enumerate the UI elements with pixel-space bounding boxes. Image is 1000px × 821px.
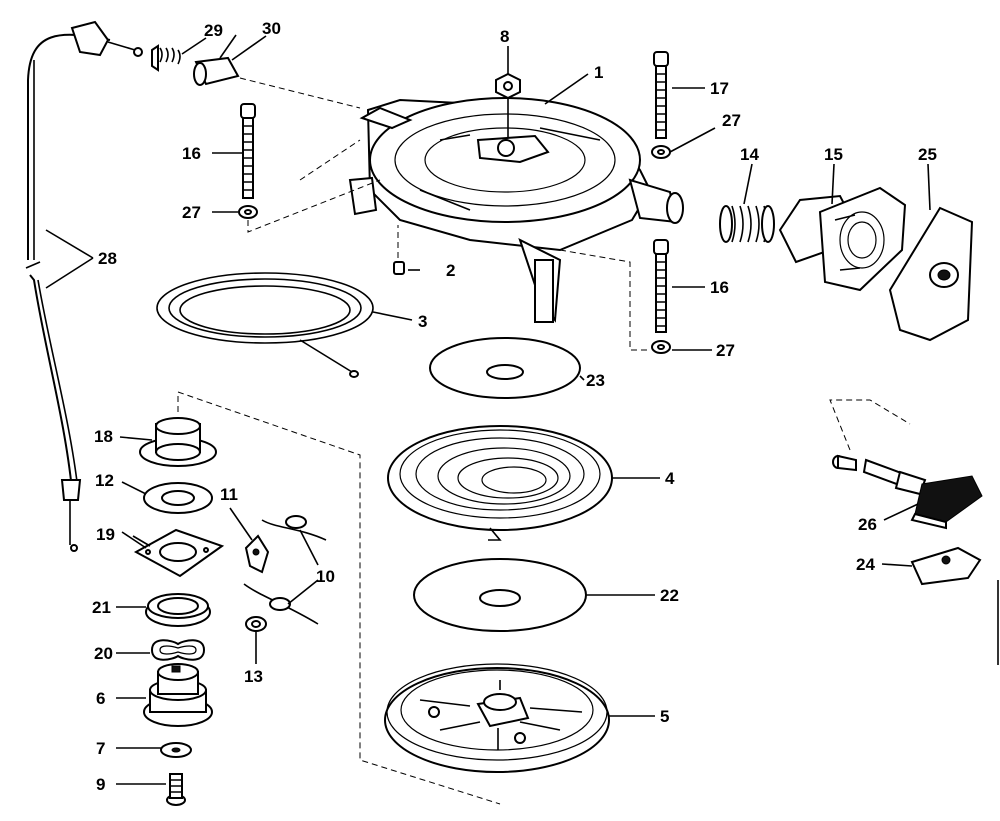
callout-23: 23 (586, 371, 605, 390)
guide-line (177, 391, 501, 805)
callout-5: 5 (660, 707, 669, 726)
part-4-rewind-spring (387, 425, 613, 541)
guide-line (559, 249, 650, 351)
part-6-hub (143, 663, 213, 727)
callout-29: 29 (204, 21, 223, 40)
part-14-spring (719, 205, 775, 243)
part-30-plunger (193, 56, 240, 86)
callout-16b: 16 (710, 278, 729, 297)
part-16-bolt-right (653, 239, 669, 333)
guide-line (247, 139, 381, 233)
part-27-washer-left (238, 205, 258, 219)
callout-labels: 1 2 3 4 5 6 7 8 9 10 11 12 13 14 15 16 1… (92, 19, 937, 794)
part-3-rope (156, 272, 374, 378)
callout-13: 13 (244, 667, 263, 686)
callout-11: 11 (220, 485, 238, 504)
callout-20: 20 (94, 644, 113, 663)
guide-line (239, 77, 361, 109)
callout-15: 15 (824, 145, 843, 164)
part-16-bolt-left (240, 103, 256, 199)
callout-14: 14 (740, 145, 759, 164)
callout-9: 9 (96, 775, 105, 794)
part-13-clip (245, 616, 267, 632)
part-10-springs (243, 515, 327, 625)
callout-28: 28 (98, 249, 117, 268)
callout-1: 1 (594, 63, 603, 82)
callout-27c: 27 (716, 341, 735, 360)
part-5-pulley (384, 663, 610, 773)
callout-27a: 27 (182, 203, 201, 222)
callout-4: 4 (665, 469, 675, 488)
part-20-oring (150, 639, 206, 661)
part-19-gasket (133, 528, 225, 578)
part-22-plate (413, 558, 587, 632)
callout-12: 12 (95, 471, 114, 490)
part-7-washer (160, 742, 192, 758)
callout-27b: 27 (722, 111, 741, 130)
callout-22: 22 (660, 586, 679, 605)
callout-30: 30 (262, 19, 281, 38)
callout-21: 21 (92, 598, 111, 617)
callout-17: 17 (710, 79, 729, 98)
part-15-rope-guide (778, 186, 907, 292)
callout-16a: 16 (182, 144, 201, 163)
part-28-cable (25, 20, 143, 552)
part-24-insert (910, 546, 982, 586)
part-29-spring (151, 44, 181, 72)
part-27-washer-upper (651, 145, 671, 159)
callout-2: 2 (446, 261, 455, 280)
callout-10: 10 (316, 567, 335, 586)
part-26-handle (829, 399, 983, 530)
part-8-nut (495, 72, 521, 100)
callout-7: 7 (96, 739, 105, 758)
part-11-pawl (244, 534, 270, 574)
part-21-ring (145, 593, 211, 627)
callout-18: 18 (94, 427, 113, 446)
part-23-plate (429, 337, 581, 399)
guide-line (829, 399, 911, 451)
part-18-bushing (139, 417, 217, 467)
part-17-bolt (653, 51, 669, 139)
callout-6: 6 (96, 689, 105, 708)
callout-3: 3 (418, 312, 427, 331)
part-27-washer-lower (651, 340, 671, 354)
callout-24: 24 (856, 555, 875, 574)
part-1-housing (348, 97, 684, 323)
callout-25: 25 (918, 145, 937, 164)
part-2-screw (393, 261, 405, 275)
part-25-cover-plate (888, 206, 974, 342)
callout-26: 26 (858, 515, 877, 534)
callout-8: 8 (500, 27, 509, 46)
part-12-washer (143, 482, 213, 514)
callout-19: 19 (96, 525, 115, 544)
leader-lines (45, 34, 931, 785)
part-9-screw (166, 773, 186, 806)
